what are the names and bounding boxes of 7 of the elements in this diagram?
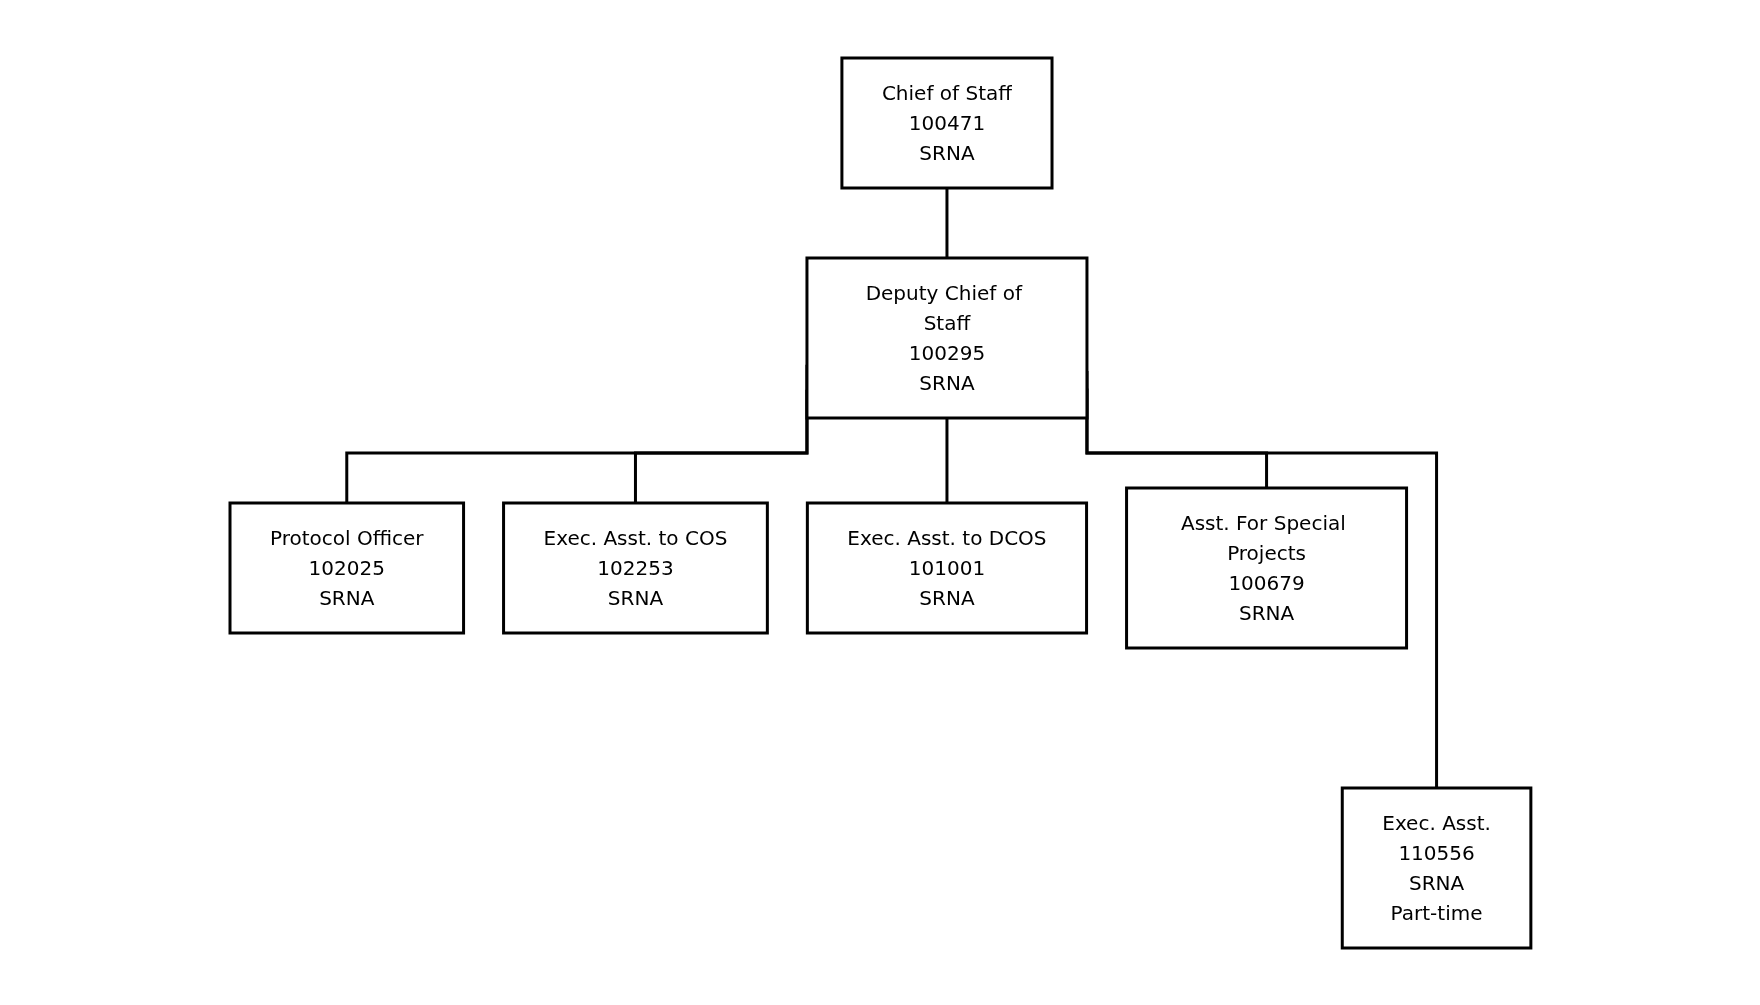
node-box: Exec. Asst. to DCOS 101001 SRNA — [805, 501, 1088, 634]
node-box: Exec. Asst. 110556 SRNA Part-time — [1340, 786, 1532, 949]
node-box: Exec. Asst. to COS 102253 SRNA — [501, 501, 769, 634]
node-box: Deputy Chief of Staff 100295 SRNA — [805, 256, 1088, 419]
node-box: Asst. For Special Projects 100679 SRNA — [1124, 486, 1408, 649]
node-box: Chief of Staff 100471 SRNA — [839, 56, 1054, 189]
node-box: Protocol Officer 102025 SRNA — [228, 501, 465, 634]
